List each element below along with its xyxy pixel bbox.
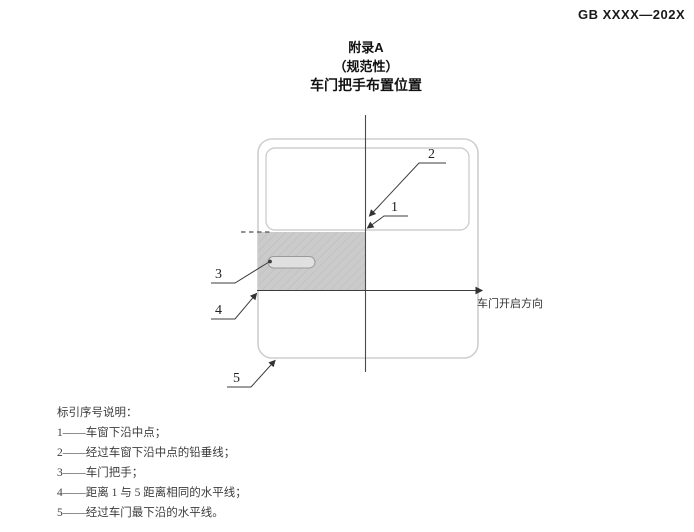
legend-item-5: 5——经过车门最下沿的水平线。 [57,507,224,519]
normative-label: （规范性） [333,59,399,74]
door-handle-shape [267,256,316,269]
callout-3-number: 3 [215,267,222,282]
callout-4-leader [211,292,258,320]
legend-title: 标引序号说明： [57,407,138,419]
callout-3-dot [268,259,272,264]
callout-2-leader [368,162,446,217]
appendix-title: 附录A [348,40,384,55]
legend-block: 标引序号说明： 1——车窗下沿中点； 2——经过车窗下沿中点的铅垂线； 3——车… [57,403,247,523]
callout-2-number: 2 [428,147,435,162]
legend-item-1: 1——车窗下沿中点； [57,427,167,439]
legend-item-4: 4——距离 1 与 5 距离相同的水平线； [57,487,247,499]
callout-5-leader [227,359,276,388]
callout-3-leader [211,261,270,284]
legend-item-3: 3——车门把手； [57,467,144,479]
callout-4-number: 4 [215,303,222,318]
door-opening-direction-label: 车门开启方向 [477,298,543,310]
callout-1-number: 1 [391,200,398,215]
callout-5-number: 5 [233,371,240,386]
standard-number: GB XXXX—202X [578,7,686,22]
window-outline [265,147,470,231]
callout-1-leader [366,215,408,229]
legend-item-2: 2——经过车窗下沿中点的铅垂线； [57,447,236,459]
figure-title: 车门把手布置位置 [310,77,422,93]
